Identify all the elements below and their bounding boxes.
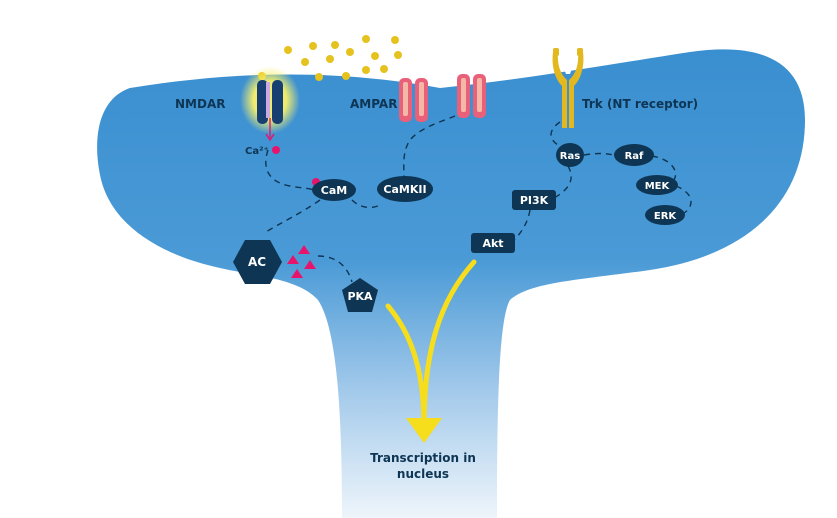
link-ca-cam [265,149,315,191]
node-ac: AC [233,240,282,284]
raf-label: Raf [625,151,644,162]
transcription-label-line1: Transcription in [370,451,476,465]
ampar-receptor-1 [399,78,428,122]
akt-label: Akt [482,237,503,250]
node-cam: CaM [312,179,356,201]
node-akt: Akt [471,233,515,253]
trk-receptor [552,48,584,128]
pathway-links [265,115,692,283]
node-pka: PKA [342,278,378,312]
mek-label: MEK [645,181,671,192]
link-ras-pi3k [553,165,572,199]
transcription-label-line2: nucleus [397,467,449,481]
node-raf: Raf [614,144,654,166]
erk-label: ERK [654,211,678,222]
link-ras-raf [583,152,615,156]
calcium-label: Ca²⁺ [245,146,269,157]
camp-triangle-icon [287,245,316,278]
ras-label: Ras [560,151,580,162]
trk-label: Trk (NT receptor) [582,97,698,111]
nucleus-arrows [385,259,477,429]
ampar-receptor-2 [457,74,486,118]
pi3k-label: PI3K [520,194,549,207]
calcium-dot [272,146,280,154]
link-camp-pka [317,255,353,283]
neurotransmitter-dots [258,35,402,81]
ac-label: AC [248,255,266,269]
link-cam-camkii [351,199,383,209]
node-erk: ERK [645,205,685,225]
ampar-label: AMPAR [350,97,397,111]
pka-label: PKA [347,290,373,303]
nmdar-receptor [240,66,300,142]
link-trk-ras [550,121,561,147]
link-ampar-camkii [403,115,456,179]
arrowhead-icon [406,418,442,443]
spine-body [97,49,806,518]
arrow-akt-nucleus [421,259,477,429]
node-pi3k: PI3K [512,190,556,210]
link-cam-ac [265,199,321,233]
link-pi3k-akt [513,209,531,241]
cam-label: CaM [321,184,347,197]
nmdar-label: NMDAR [175,97,225,111]
node-ras: Ras [556,143,584,167]
camkii-label: CaMKII [383,183,426,196]
node-camkii: CaMKII [377,176,433,202]
node-mek: MEK [636,175,678,195]
